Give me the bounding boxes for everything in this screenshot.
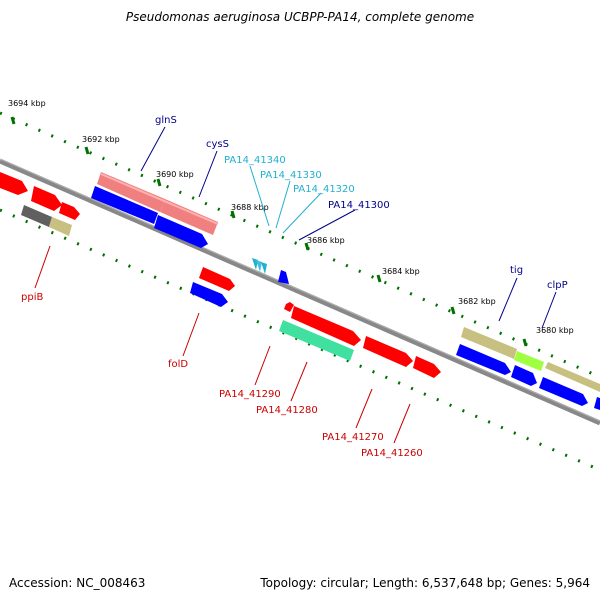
gene-arrow-cysS[interactable] xyxy=(160,199,218,235)
gene-arrow-PA14_41300[interactable] xyxy=(278,270,289,284)
gene-arrow[interactable] xyxy=(59,202,80,220)
major-tick xyxy=(156,178,162,187)
gene-arrow-PA14_41270[interactable] xyxy=(363,336,413,367)
tick-label: 3694 kbp xyxy=(8,99,46,108)
tick-label: 3686 kbp xyxy=(307,236,345,245)
gene-label-clpP: clpP xyxy=(547,280,568,291)
gene-arrow-folD[interactable] xyxy=(190,282,228,307)
gene-label-tig: tig xyxy=(510,265,523,276)
gene-label-PA14_41320: PA14_41320 xyxy=(293,184,355,195)
trna-marker[interactable] xyxy=(252,258,258,270)
accession-text: Accession: NC_008463 xyxy=(9,576,146,590)
trna-marker[interactable] xyxy=(256,260,262,272)
tick-label: 3682 kbp xyxy=(458,297,496,306)
major-tick xyxy=(84,146,90,155)
tick-label: 3688 kbp xyxy=(231,203,269,212)
gene-arrow-PA14_41260[interactable] xyxy=(413,356,441,378)
gene-arrow-ppiB[interactable] xyxy=(49,217,72,236)
tick-label: 3692 kbp xyxy=(82,135,120,144)
gene-arrow-tig[interactable] xyxy=(461,327,517,359)
gene-label-PA14_41280: PA14_41280 xyxy=(256,405,318,416)
tick-label: 3680 kbp xyxy=(536,326,574,335)
tick-label: 3690 kbp xyxy=(156,170,194,179)
gene-arrow-PA14_41280[interactable] xyxy=(279,320,354,361)
gene-arrow[interactable] xyxy=(539,377,588,406)
outer-tick-ring xyxy=(0,111,600,379)
major-tick xyxy=(304,242,310,251)
gene-arrow-clpP[interactable] xyxy=(545,362,600,392)
gene-arrow-PA14_41290[interactable] xyxy=(284,302,294,312)
feature-set-inner xyxy=(21,205,441,378)
gene-arrow[interactable] xyxy=(31,186,62,211)
major-tick xyxy=(522,338,528,347)
gene-label-PA14_41270: PA14_41270 xyxy=(322,432,384,443)
major-tick xyxy=(450,306,456,315)
tick-label: 3684 kbp xyxy=(382,267,420,276)
gene-label-cysS: cysS xyxy=(206,139,229,150)
gene-arrow[interactable] xyxy=(154,215,208,248)
gene-arrow[interactable] xyxy=(199,267,235,291)
gene-label-ppiB: ppiB xyxy=(21,292,43,303)
gene-label-PA14_41300: PA14_41300 xyxy=(328,200,390,211)
gene-arrow[interactable] xyxy=(0,172,28,195)
gene-arrow[interactable] xyxy=(91,186,158,224)
gene-label-PA14_41340: PA14_41340 xyxy=(224,155,286,166)
major-tick xyxy=(10,116,16,125)
gene-label-PA14_41290: PA14_41290 xyxy=(219,389,281,400)
topology-text: Topology: circular; Length: 6,537,648 bp… xyxy=(260,576,590,590)
gene-arrow[interactable] xyxy=(514,351,544,371)
gene-arrow[interactable] xyxy=(21,205,52,227)
feature-set-outer xyxy=(0,172,600,410)
gene-label-glnS: glnS xyxy=(155,115,177,126)
gene-label-PA14_41260: PA14_41260 xyxy=(361,448,423,459)
gene-arrow[interactable] xyxy=(511,365,537,386)
trna-marker[interactable] xyxy=(261,262,267,274)
genome-backbone xyxy=(0,158,600,426)
major-tick xyxy=(376,274,382,283)
inner-tick-ring xyxy=(0,208,600,472)
gene-label-PA14_41330: PA14_41330 xyxy=(260,170,322,181)
gene-label-folD: folD xyxy=(168,359,188,370)
gene-arrow-glnS[interactable] xyxy=(97,172,165,212)
major-tick xyxy=(230,210,236,219)
gene-arrow[interactable] xyxy=(594,397,600,410)
gene-arrow[interactable] xyxy=(456,344,511,375)
map-title: Pseudomonas aeruginosa UCBPP-PA14, compl… xyxy=(125,10,475,24)
gene-arrow[interactable] xyxy=(291,306,361,346)
